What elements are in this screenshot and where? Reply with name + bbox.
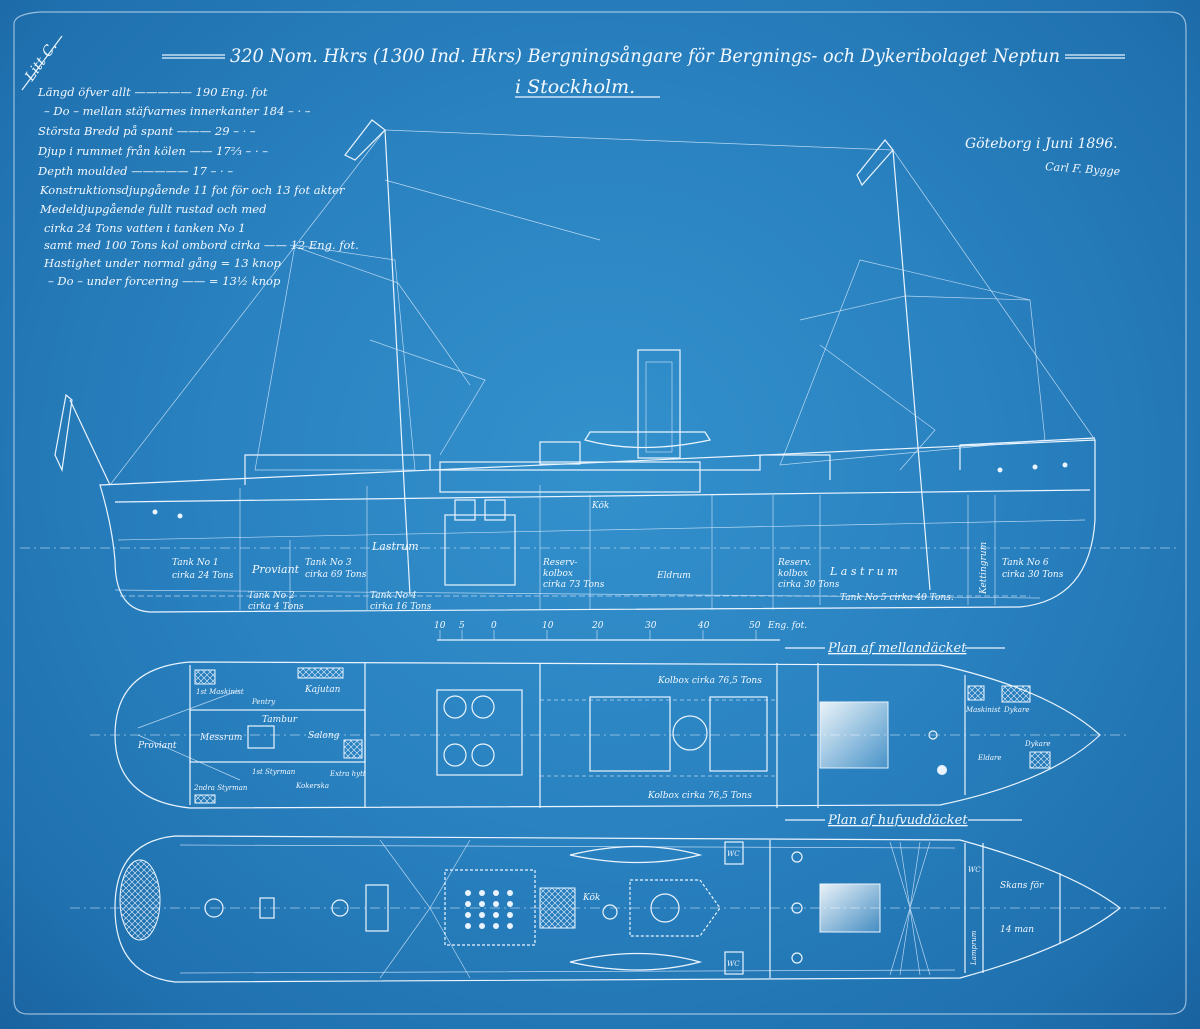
maindeck-plan: Plan af hufvuddäcket Kök WC WC	[70, 813, 1170, 983]
drawing-label: cirka 24 Tons vatten i tanken No 1	[44, 221, 246, 235]
flag-icon	[856, 139, 894, 187]
drawing-label: Pentry	[251, 698, 276, 706]
drawing-label: cirka 4 Tons	[248, 602, 304, 612]
flag-icon	[54, 393, 73, 473]
drawing-label: Kolbox cirka 76,5 Tons	[657, 676, 762, 686]
drawing-label: Kettingrum	[979, 542, 989, 595]
drawing-label: Eng. fot.	[767, 621, 807, 631]
drawing-label: Proviant	[137, 741, 177, 751]
specifications-block: Längd öfver allt ————— 190 Eng. fot – Do…	[37, 85, 359, 288]
drawing-label: Extra hytt	[329, 770, 366, 778]
drawing-label: Tank No 6	[1002, 558, 1049, 568]
drawing-label: L a s t r u m	[829, 565, 898, 578]
drawing-label: Kokerska	[295, 782, 329, 790]
drawing-label: WC	[727, 850, 740, 858]
drawing-label: Depth moulded ————— 17 – · –	[37, 164, 233, 178]
drawing-label: WC	[968, 866, 981, 874]
drawing-label: 40	[697, 621, 710, 631]
drawing-label: Skans för	[1000, 881, 1044, 891]
drawing-label: 10	[434, 621, 446, 631]
drawing-label: 1st Maskinist	[196, 688, 244, 696]
drawing-label: Reserv-	[542, 558, 577, 568]
drawing-label: Djup i rummet från kölen —— 17⅔ – · –	[37, 144, 268, 158]
funnel	[637, 349, 681, 459]
drawing-label: cirka 69 Tons	[305, 570, 367, 580]
flag-icon	[344, 119, 386, 161]
drawing-label: Tank No 5 cirka 40 Tons.	[840, 593, 954, 603]
title-line-2: i Stockholm.	[515, 76, 635, 98]
drawing-label: kolbox	[543, 569, 573, 579]
maindeck-heading: Plan af hufvuddäcket	[827, 813, 968, 828]
drawing-label: 20	[591, 621, 604, 631]
drawing-label: 1st Styrman	[252, 768, 296, 776]
middeck-heading: Plan af mellandäcket	[827, 641, 967, 656]
drawing-label: Eldare	[977, 754, 1002, 762]
drawing-label: Medeldjupgående fullt rustad och med	[39, 202, 266, 216]
drawing-label: Dykare	[1003, 706, 1029, 714]
drawing-label: Salong	[308, 731, 340, 741]
drawing-label: Kajutan	[304, 685, 341, 695]
drawing-label: Konstruktionsdjupgående 11 fot för och 1…	[39, 183, 346, 197]
side-profile: Tank No 1 cirka 24 Tons Proviant Tank No…	[20, 119, 1180, 613]
drawing-label: Dykare	[1024, 740, 1050, 748]
drawing-label: Reserv.	[777, 558, 811, 568]
drawing-label: cirka 73 Tons	[543, 580, 605, 590]
drawing-label: cirka 30 Tons	[778, 580, 840, 590]
lifeboat	[584, 431, 711, 449]
drawing-label: cirka 16 Tons	[370, 602, 432, 612]
drawing-label: 0	[491, 621, 497, 631]
drawing-label: Proviant	[251, 563, 300, 576]
drawing-label: cirka 24 Tons	[172, 571, 234, 581]
drawing-label: Tank No 4	[370, 591, 417, 601]
drawing-label: Lastrum	[371, 540, 419, 553]
drawing-label: 10	[542, 621, 554, 631]
drawing-label: Tank No 2	[248, 591, 295, 601]
drawing-label: WC	[727, 960, 740, 968]
drawing-label: – Do – under forcering —— = 13½ knop	[48, 274, 281, 288]
drawing-label: 50	[749, 621, 761, 631]
drawing-label: kolbox	[778, 569, 808, 579]
drawing-label: 14 man	[1000, 925, 1034, 935]
signature: Carl F. Bygge	[1045, 160, 1121, 178]
drawing-label: Hastighet under normal gång = 13 knop	[43, 256, 282, 270]
title-line-1: 320 Nom. Hkrs (1300 Ind. Hkrs) Bergnings…	[230, 45, 1060, 67]
drawing-label: Kök	[591, 501, 609, 511]
place-date: Göteborg i Juni 1896.	[965, 136, 1118, 152]
place-date-signature: Göteborg i Juni 1896. Carl F. Bygge	[965, 136, 1121, 178]
drawing-label: 5	[459, 621, 465, 631]
drawing-label: Kök	[582, 893, 600, 903]
scale-bar: 10 5 0 10 20 30 40 50 Eng. fot.	[434, 621, 807, 641]
drawing-label: Eldrum	[656, 571, 691, 581]
drawing-label: Tank No 1	[172, 558, 219, 568]
drawing-label: 2ndra Styrman	[193, 784, 248, 792]
drawing-label: cirka 30 Tons	[1002, 570, 1064, 580]
drawing-label: 30	[645, 621, 657, 631]
drawing-label: samt med 100 Tons kol ombord cirka —— 12…	[44, 238, 359, 252]
drawing-label: Längd öfver allt ————— 190 Eng. fot	[37, 85, 268, 99]
drawing-title: 320 Nom. Hkrs (1300 Ind. Hkrs) Bergnings…	[162, 45, 1125, 98]
drawing-label: Messrum	[199, 733, 242, 743]
drawing-label: Tambur	[262, 715, 298, 725]
middeck-plan: Plan af mellandäcket Proviant Messrum Ta…	[90, 641, 1130, 809]
drawing-label: Kolbox cirka 76,5 Tons	[647, 791, 752, 801]
drawing-label: Tank No 3	[305, 558, 352, 568]
sheet-border	[13, 11, 1187, 1015]
drawing-label: Maskinist	[965, 706, 1001, 714]
drawing-label: Största Bredd på spant ——— 29 – · –	[38, 124, 256, 138]
drawing-label: Lamprum	[970, 930, 978, 966]
reference-mark: Litt C.	[21, 35, 63, 91]
drawing-label: – Do – mellan stäfvarnes innerkanter 184…	[44, 104, 311, 118]
